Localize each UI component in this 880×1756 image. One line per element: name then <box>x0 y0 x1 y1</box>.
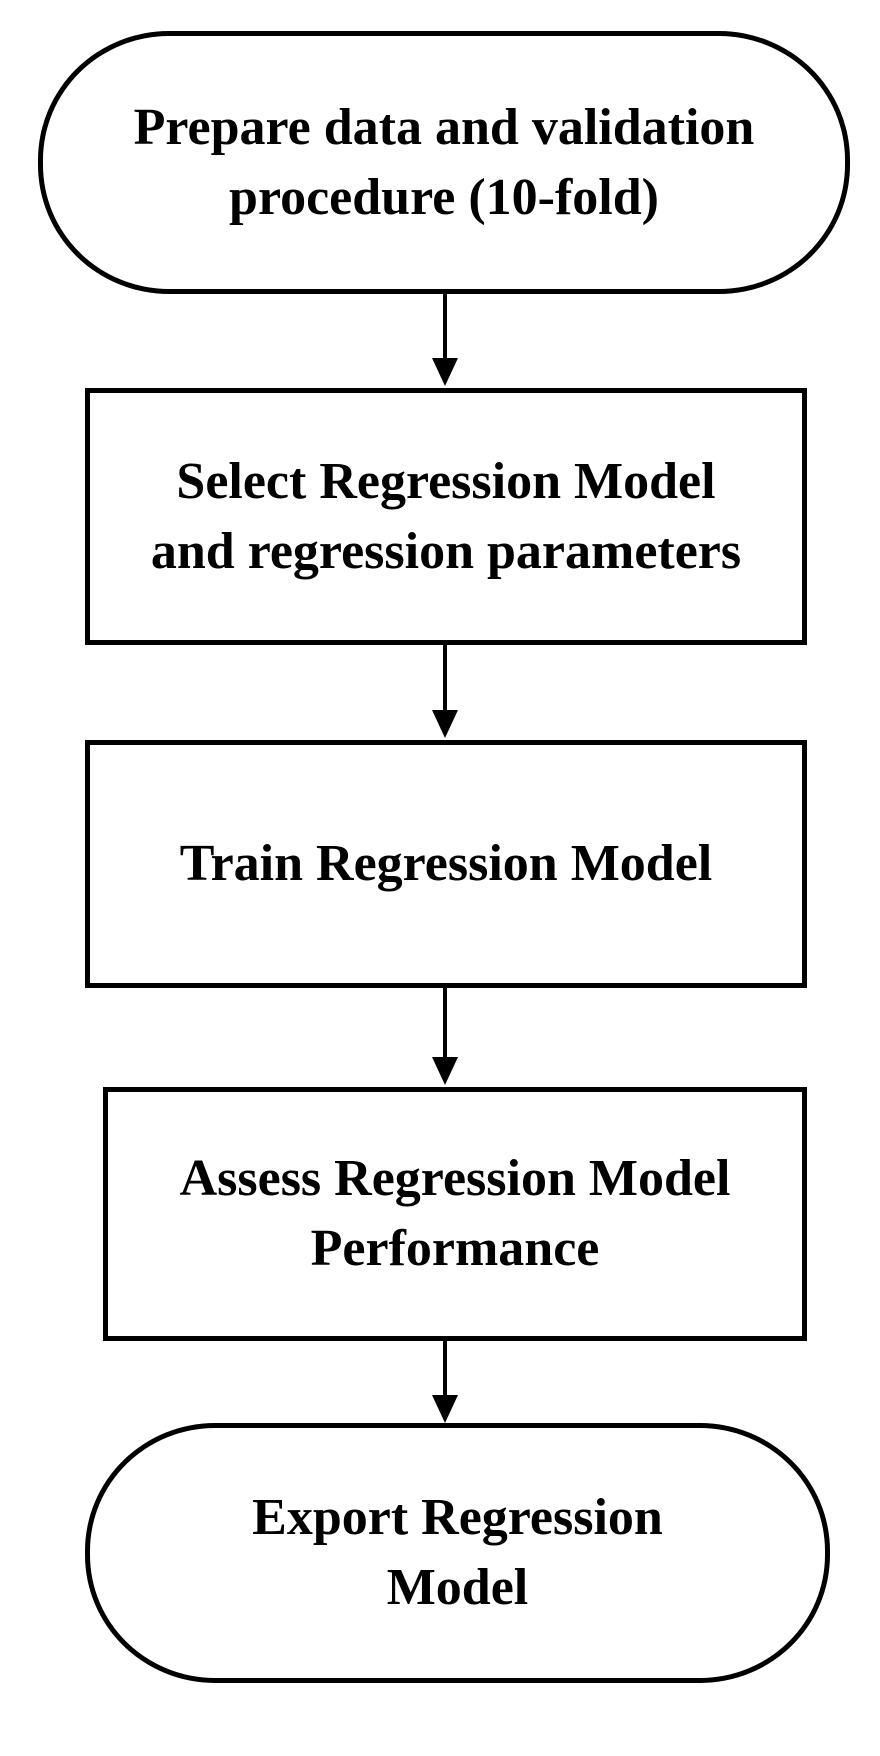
node-label: Select Regression Model and regression p… <box>151 447 741 587</box>
node-label-line: Performance <box>310 1220 600 1277</box>
node-label-line: Export Regression <box>252 1489 663 1546</box>
arrow-line <box>443 1341 447 1395</box>
arrow-line <box>443 294 447 358</box>
node-label: Assess Regression Model Performance <box>180 1144 731 1284</box>
flow-arrow-assess-to-export <box>432 1341 458 1423</box>
arrow-head-down-icon <box>432 1395 458 1423</box>
node-label: Train Regression Model <box>180 829 713 899</box>
flow-arrow-select-to-train <box>432 645 458 738</box>
node-label-line: and regression parameters <box>150 522 742 580</box>
process-node-train-regression-model: Train Regression Model <box>85 740 807 988</box>
process-node-select-regression-model: Select Regression Model and regression p… <box>85 388 807 645</box>
node-label: Prepare data and validation procedure (1… <box>134 93 755 233</box>
arrow-head-down-icon <box>432 358 458 386</box>
arrow-line <box>443 988 447 1057</box>
arrow-head-down-icon <box>432 710 458 738</box>
terminator-node-start: Prepare data and validation procedure (1… <box>38 31 850 294</box>
node-label-line: Assess Regression Model <box>179 1150 731 1207</box>
node-label-line: Train Regression Model <box>179 835 713 892</box>
process-node-assess-model-performance: Assess Regression Model Performance <box>103 1087 807 1341</box>
node-label-line: Model <box>386 1559 529 1616</box>
node-label-line: procedure (10-fold) <box>229 168 659 226</box>
arrow-head-down-icon <box>432 1057 458 1085</box>
node-label-line: Select Regression Model <box>176 452 716 510</box>
flow-arrow-start-to-select <box>432 294 458 386</box>
flow-arrow-train-to-assess <box>432 988 458 1085</box>
arrow-line <box>443 645 447 710</box>
terminator-node-export: Export Regression Model <box>85 1423 830 1683</box>
node-label: Export Regression Model <box>252 1483 663 1623</box>
node-label-line: Prepare data and validation <box>133 98 755 156</box>
